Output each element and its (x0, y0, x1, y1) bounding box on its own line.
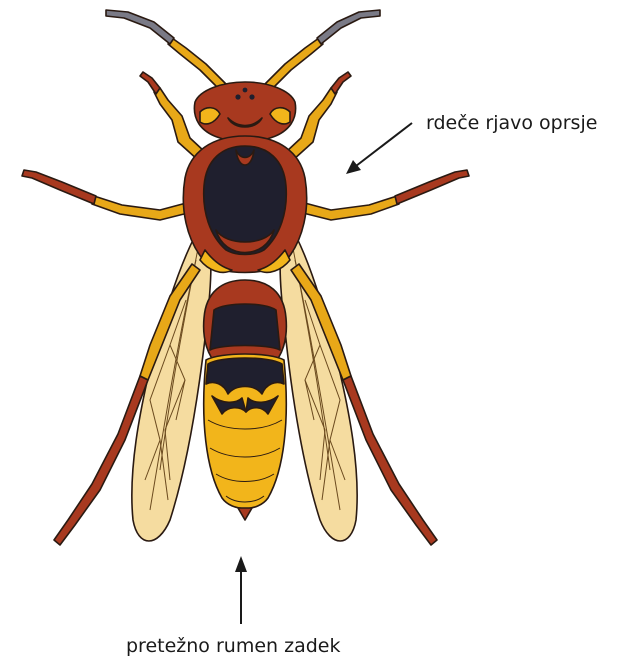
thorax (183, 136, 306, 273)
head (194, 82, 295, 141)
mid-left-leg (22, 170, 192, 220)
abdomen-pointer (235, 556, 247, 624)
thorax-label: rdeče rjavo oprsje (426, 112, 597, 134)
front-right-leg (286, 72, 351, 160)
left-antenna (106, 10, 228, 92)
mid-right-leg (299, 170, 469, 220)
thorax-pointer (346, 123, 412, 174)
abdomen-label: pretežno rumen zadek (126, 635, 340, 657)
right-antenna (263, 10, 380, 92)
abdomen (204, 280, 287, 520)
